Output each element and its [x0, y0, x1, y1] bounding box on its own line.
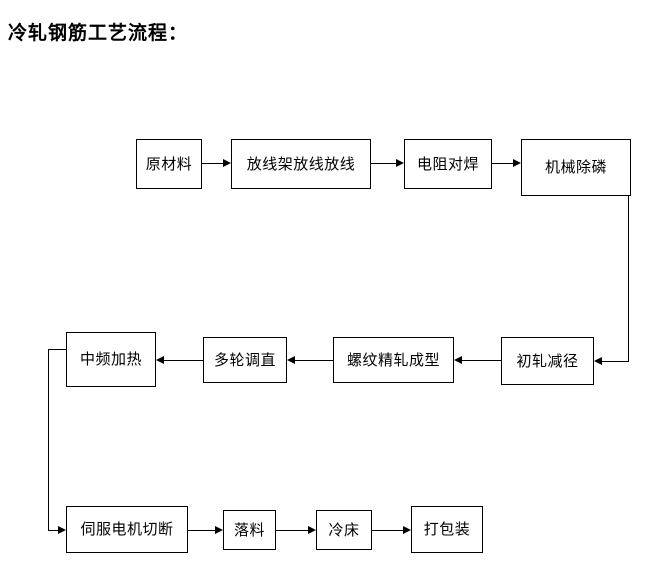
- node-label: 中频加热: [79, 350, 142, 369]
- node-label: 螺纹精轧成型: [346, 350, 440, 369]
- node-resistance-butt-welding: 电阻对焊: [404, 139, 492, 189]
- node-label: 放线架放线放线: [246, 154, 356, 173]
- node-medium-frequency-heating: 中频加热: [66, 332, 156, 387]
- arrow-cutting-to-blanking: [215, 526, 223, 534]
- node-payoff-stand: 放线架放线放线: [231, 139, 371, 189]
- node-multi-roll-straightening: 多轮调直: [203, 337, 287, 383]
- arrow-descaling-to-reducing: [594, 357, 602, 365]
- node-label: 初轧减径: [516, 351, 579, 370]
- node-label: 机械除磷: [544, 158, 607, 177]
- node-servo-motor-cutting: 伺服电机切断: [66, 506, 188, 553]
- node-packaging: 打包装: [411, 506, 483, 553]
- arrow-welding-to-descaling: [513, 159, 521, 167]
- connector-blanking-to-coolingbed: [276, 530, 308, 531]
- connector-heating-left: [48, 349, 66, 350]
- arrow-coolingbed-to-packaging: [403, 526, 411, 534]
- node-label: 原材料: [145, 154, 193, 173]
- node-raw-material: 原材料: [136, 139, 202, 189]
- node-cooling-bed: 冷床: [316, 510, 372, 550]
- node-blanking: 落料: [223, 510, 276, 550]
- node-label: 落料: [233, 520, 265, 539]
- connector-thread-to-straightening: [295, 360, 333, 361]
- connector-heating-to-cutting: [48, 530, 58, 531]
- arrow-heating-to-cutting: [58, 526, 66, 534]
- node-label: 打包装: [423, 520, 471, 539]
- connector-descaling-down: [628, 196, 629, 361]
- node-label: 电阻对焊: [416, 154, 479, 173]
- connector-straightening-to-heating: [164, 360, 203, 361]
- node-label: 多轮调直: [213, 350, 276, 369]
- connector-welding-to-descaling: [492, 163, 513, 164]
- connector-raw-to-payoff: [202, 163, 223, 164]
- connector-heating-down: [48, 349, 49, 530]
- arrow-blanking-to-coolingbed: [308, 526, 316, 534]
- connector-payoff-to-welding: [371, 163, 396, 164]
- arrow-reducing-to-thread: [454, 356, 462, 364]
- connector-reducing-to-thread: [462, 360, 501, 361]
- node-primary-rolling-reducing: 初轧减径: [501, 337, 594, 385]
- node-label: 伺服电机切断: [80, 520, 174, 539]
- page-title: 冷轧钢筋工艺流程：: [8, 22, 189, 44]
- node-thread-finish-rolling: 螺纹精轧成型: [333, 337, 454, 383]
- node-mechanical-descaling: 机械除磷: [521, 139, 631, 196]
- connector-descaling-to-reducing: [602, 361, 629, 362]
- arrow-raw-to-payoff: [223, 159, 231, 167]
- arrow-thread-to-straightening: [287, 356, 295, 364]
- node-label: 冷床: [328, 520, 360, 539]
- connector-coolingbed-to-packaging: [372, 530, 403, 531]
- arrow-payoff-to-welding: [396, 159, 404, 167]
- arrow-straightening-to-heating: [156, 356, 164, 364]
- connector-cutting-to-blanking: [188, 530, 215, 531]
